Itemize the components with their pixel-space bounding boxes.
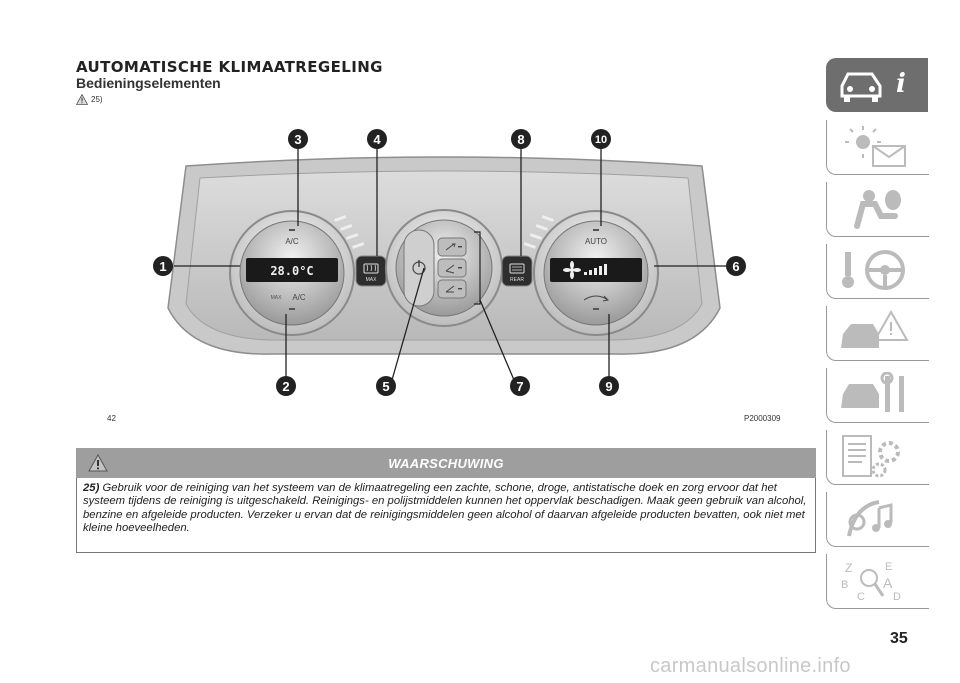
- air-windscreen-icon: [445, 285, 455, 293]
- tab-starting-driving[interactable]: [826, 244, 929, 299]
- max-button-label: MAX: [366, 277, 378, 283]
- right-fan-dial[interactable]: AUTO: [533, 210, 659, 336]
- tab-maintenance[interactable]: [826, 368, 929, 423]
- tab-safety[interactable]: [826, 182, 929, 237]
- callout-9: 9: [599, 376, 619, 396]
- warning-triangle-icon: [76, 94, 88, 105]
- rear-defrost-button[interactable]: REAR: [501, 255, 533, 287]
- alphabetical-index-icon: Z E B A C D: [841, 561, 901, 603]
- fan-icon: [563, 261, 581, 279]
- callout-10: 10: [591, 129, 611, 149]
- tab-technical-data[interactable]: [826, 430, 929, 485]
- warning-reference-number: 25): [91, 95, 103, 104]
- callout-3: 3: [288, 129, 308, 149]
- technical-data-gears-icon: [842, 435, 900, 478]
- car-service-tools-icon: [841, 372, 904, 412]
- callout-6: 6: [726, 256, 746, 276]
- seat-airbag-icon: [854, 190, 901, 229]
- left-air-vent-marks: [334, 215, 365, 249]
- svg-text:i: i: [896, 69, 906, 99]
- auto-label: AUTO: [585, 237, 607, 246]
- callout-8: 8: [511, 129, 531, 149]
- callout-7: 7: [510, 376, 530, 396]
- svg-text:7: 7: [516, 379, 523, 394]
- center-distribution-dial[interactable]: [385, 209, 503, 327]
- rear-button-label: REAR: [510, 277, 524, 283]
- svg-text:8: 8: [517, 132, 524, 147]
- multimedia-music-icon: [847, 500, 893, 537]
- warning-body-text: Gebruik voor de reiniging van het systee…: [83, 482, 807, 535]
- svg-text:2: 2: [282, 379, 289, 394]
- fan-speed-bars: [584, 264, 607, 275]
- svg-text:6: 6: [732, 259, 739, 274]
- svg-text:9: 9: [605, 379, 612, 394]
- air-feet-icon: [445, 264, 455, 274]
- section-title: AUTOMATISCHE KLIMAATREGELING: [76, 58, 383, 76]
- svg-text:E: E: [885, 561, 892, 573]
- svg-text:C: C: [857, 591, 865, 603]
- svg-text:1: 1: [159, 259, 166, 274]
- warning-body: 25) Gebruik voor de reiniging van het sy…: [76, 478, 816, 553]
- key-steering-wheel-icon: [842, 250, 905, 290]
- svg-text:A: A: [883, 575, 893, 591]
- car-info-icon: i: [840, 69, 906, 102]
- tab-emergency[interactable]: [826, 306, 929, 361]
- car-emergency-icon: [841, 310, 909, 348]
- left-temperature-display: 28.0°C: [270, 264, 313, 278]
- tab-warning-lights[interactable]: [826, 120, 929, 175]
- svg-text:3: 3: [294, 132, 301, 147]
- svg-text:10: 10: [595, 134, 607, 146]
- figure-code: P2000309: [744, 414, 781, 423]
- tab-multimedia[interactable]: [826, 492, 929, 547]
- air-face-icon: [445, 243, 456, 251]
- left-max-prefix: MAX: [271, 295, 283, 301]
- tab-car-info[interactable]: i: [826, 58, 928, 112]
- left-ac-label: A/C: [285, 237, 299, 246]
- svg-text:4: 4: [373, 132, 381, 147]
- max-defrost-button[interactable]: MAX: [355, 255, 387, 287]
- left-temperature-dial[interactable]: 28.0°C A/C MAX A/C: [229, 210, 355, 336]
- svg-text:B: B: [841, 579, 848, 591]
- section-subtitle: Bedieningselementen: [76, 75, 221, 91]
- page-number: 35: [890, 630, 908, 647]
- svg-text:Z: Z: [845, 561, 852, 575]
- callout-7-bracket: [474, 231, 481, 305]
- warning-light-mail-icon: [845, 126, 906, 167]
- callout-4: 4: [367, 129, 387, 149]
- warning-triangle-icon: [88, 454, 108, 472]
- figure-number: 42: [107, 414, 116, 423]
- watermark: carmanualsonline.info: [650, 655, 851, 677]
- warning-reference: 25): [76, 94, 103, 105]
- callout-lines: [174, 148, 726, 391]
- warning-title: WAARSCHUWING: [388, 456, 504, 471]
- warning-header-bar: WAARSCHUWING: [76, 448, 816, 478]
- callout-2: 2: [276, 376, 296, 396]
- tab-index[interactable]: Z E B A C D: [826, 554, 929, 609]
- right-air-vent-marks: [523, 215, 554, 249]
- svg-text:5: 5: [382, 379, 389, 394]
- svg-text:D: D: [893, 591, 901, 603]
- callout-1: 1: [153, 256, 173, 276]
- recirculation-icon: [583, 295, 610, 302]
- callout-5: 5: [376, 376, 396, 396]
- climate-control-figure: 28.0°C A/C MAX A/C MAX: [153, 129, 746, 396]
- warning-body-ref: 25): [83, 482, 100, 494]
- left-max-ac-label: A/C: [292, 293, 306, 302]
